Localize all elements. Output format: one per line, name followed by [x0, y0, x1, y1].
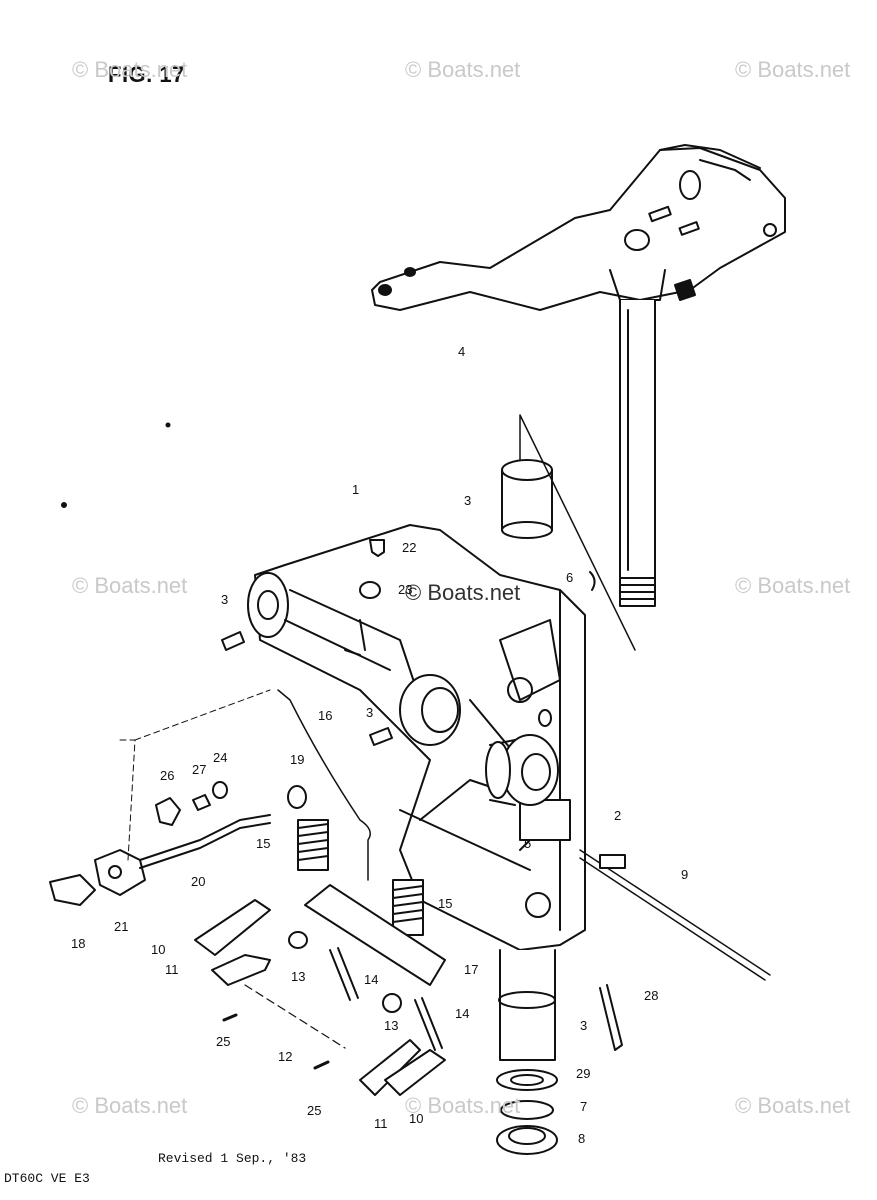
model-code: DT60C VE E3	[4, 1171, 90, 1186]
callout-17: 17	[464, 962, 479, 977]
callout-3-bushing: 3	[464, 493, 472, 508]
callout-13-lower: 13	[384, 1018, 399, 1033]
link-14a	[329, 947, 359, 1001]
clip-28	[599, 984, 623, 1051]
spring-15a	[297, 819, 329, 871]
callout-12: 12	[278, 1049, 293, 1064]
callout-21: 21	[114, 919, 129, 934]
lever-10b	[384, 1049, 446, 1096]
grommet-26	[155, 797, 181, 826]
bolt-22	[369, 539, 385, 557]
lever-10a	[194, 899, 271, 956]
spring-15b	[392, 879, 424, 936]
callout-8: 8	[578, 1131, 586, 1146]
tilt-rod-part	[579, 849, 771, 981]
callout-24: 24	[213, 750, 228, 765]
watermark-top-left: © Boats.net	[72, 57, 188, 82]
watermark-mid-left: © Boats.net	[72, 573, 188, 598]
callout-26: 26	[160, 768, 175, 783]
link-14b	[414, 997, 443, 1051]
lower-tube	[496, 949, 558, 1155]
nut-13b	[382, 993, 402, 1013]
speck-a	[165, 422, 171, 428]
bracket-leader	[519, 414, 636, 651]
lever-11a	[211, 954, 271, 986]
callout-20: 20	[191, 874, 206, 889]
callout-10-left: 10	[151, 942, 166, 957]
callout-7: 7	[580, 1099, 588, 1114]
bolt-3a	[221, 631, 245, 651]
tilt-cylinder-part	[485, 734, 559, 806]
spring-wire-16	[277, 689, 371, 881]
swivel-bracket-part	[247, 524, 586, 951]
nut-13a	[288, 931, 308, 949]
callout-13-upper: 13	[291, 969, 306, 984]
callout-25-lower: 25	[307, 1103, 322, 1118]
clip-6	[589, 571, 596, 591]
screw-25a	[222, 1013, 238, 1022]
callout-3-bolt-left: 3	[221, 592, 229, 607]
screw-25b	[313, 1060, 330, 1070]
callout-10-lower: 10	[409, 1111, 424, 1126]
callout-2: 2	[614, 808, 622, 823]
bolt-2	[599, 854, 626, 869]
callout-29: 29	[576, 1066, 591, 1081]
revision-note: Revised 1 Sep., '83	[158, 1151, 307, 1166]
washer-23	[359, 581, 381, 599]
callout-5: 5	[524, 836, 532, 851]
speck-b	[61, 502, 67, 508]
callout-11-lower: 11	[374, 1116, 388, 1131]
figure-title: FIG. 17	[108, 62, 185, 87]
callout-23: 23	[398, 582, 413, 597]
callout-14-upper: 14	[364, 972, 379, 987]
watermark-mid-center: © Boats.net	[405, 580, 521, 605]
callout-15-left: 15	[256, 836, 271, 851]
washer-24	[212, 781, 228, 799]
callout-28: 28	[644, 988, 659, 1003]
callout-14-lower: 14	[455, 1006, 470, 1021]
watermark-bottom-center: © Boats.net	[405, 1093, 521, 1118]
watermark-top-center: © Boats.net	[405, 57, 521, 82]
watermark-top-right: © Boats.net	[735, 57, 851, 82]
callout-9: 9	[681, 867, 689, 882]
bolt-3b	[369, 727, 393, 746]
steering-bracket-part	[371, 144, 786, 311]
bushing-upper	[501, 459, 553, 539]
plate-17	[304, 884, 446, 986]
watermark-bottom-right: © Boats.net	[735, 1093, 851, 1118]
callout-15-right: 15	[438, 896, 453, 911]
callout-11-left: 11	[165, 962, 179, 977]
lever-11b	[359, 1039, 421, 1096]
callout-22: 22	[402, 540, 417, 555]
nut-27	[192, 794, 211, 811]
callout-6: 6	[566, 570, 574, 585]
lever-assembly	[49, 689, 271, 906]
callout-18: 18	[71, 936, 86, 951]
steering-shaft	[619, 299, 656, 607]
watermark-bottom-left: © Boats.net	[72, 1093, 188, 1118]
bushing-19	[287, 785, 307, 809]
callout-16: 16	[318, 708, 333, 723]
callout-3-bolt-mid: 3	[366, 705, 374, 720]
callout-25-left: 25	[216, 1034, 231, 1049]
watermark-mid-right: © Boats.net	[735, 573, 851, 598]
callout-3-lower: 3	[580, 1018, 588, 1033]
callout-27: 27	[192, 762, 207, 777]
callout-4: 4	[458, 344, 466, 359]
callout-1: 1	[352, 482, 360, 497]
callout-19: 19	[290, 752, 305, 767]
pin-12	[244, 984, 346, 1049]
